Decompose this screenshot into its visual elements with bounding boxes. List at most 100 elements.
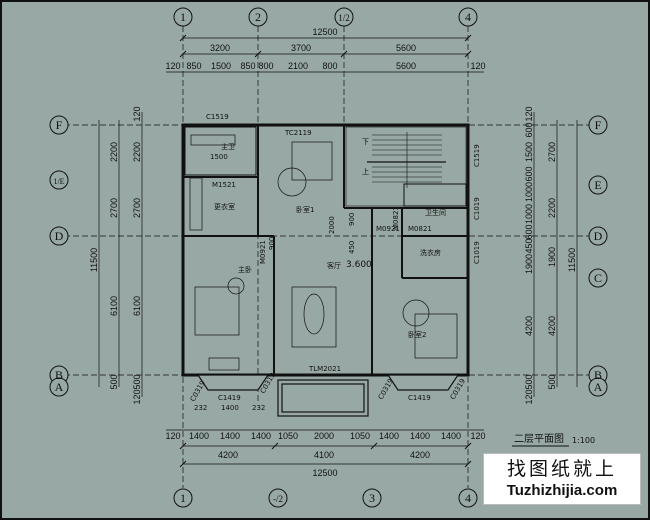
dim-232a: 232 — [194, 404, 207, 412]
dim-right-inner: 450 — [524, 238, 534, 253]
window-c1519r: C1519 — [473, 144, 481, 167]
dim-bottom-row1: 1400 — [410, 431, 430, 441]
axis-left-1e: 1/E — [53, 177, 64, 186]
axis-left-b: B — [55, 368, 63, 382]
axis-right-a: A — [594, 380, 603, 394]
dim-right-inner: 4200 — [524, 316, 534, 336]
dim-right-inner: 1000 — [524, 204, 534, 224]
dim-left-mid: 2200 — [109, 142, 119, 162]
dim-left-mid: 2700 — [109, 198, 119, 218]
dim-left-outer: 11500 — [89, 248, 99, 272]
door-m1521: M1521 — [212, 181, 236, 189]
dim-top-row3: 2100 — [288, 61, 308, 71]
dim-top-row2: 3200 — [210, 43, 230, 53]
dim-right-inner: 600 — [524, 166, 534, 181]
dim-bottom-row1: 120 — [165, 431, 180, 441]
dim-right-mid: 2200 — [547, 198, 557, 218]
dim-left-inner: 6100 — [132, 296, 142, 316]
door-tlm2021: TLM2021 — [308, 365, 341, 373]
dim-bottom-row1: 2000 — [314, 431, 334, 441]
dim-top-row3: 850 — [186, 61, 201, 71]
stair-up: 上 — [362, 167, 369, 176]
dim-bottom-row1: 1400 — [441, 431, 461, 441]
dim-1400: 1400 — [221, 404, 239, 412]
axis-left-d: D — [55, 229, 64, 243]
dim-top-row3: 120 — [470, 61, 485, 71]
dim-bottom-row2: 4100 — [314, 450, 334, 460]
axis-right-e: E — [594, 178, 601, 192]
dim-right-inner: 1000 — [524, 182, 534, 202]
dim-top-row3: 850 — [240, 61, 255, 71]
watermark: 找图纸就上 Tuzhizhijia.com — [483, 453, 641, 505]
door-m0921: M0921 — [259, 240, 267, 264]
room-bedroom-1: 卧室1 — [296, 205, 314, 214]
door-m0821b: M0821 — [408, 225, 432, 233]
door-m0821a: M0821 — [392, 206, 400, 230]
axis-top-1: 1 — [180, 10, 186, 24]
window-c1419b: C1419 — [408, 394, 431, 402]
window-c0319a: C0319 — [189, 379, 207, 403]
dim-left-inner: 2200 — [132, 142, 142, 162]
dim-bottom-row2: 4200 — [218, 450, 238, 460]
axis-bottom-2: -/2 — [273, 494, 283, 504]
dim-left-inner: 120 — [132, 389, 142, 404]
dim-left-mid: 6100 — [109, 296, 119, 316]
dim-top-row3: 120 — [165, 61, 180, 71]
dim-left-mid: 500 — [109, 374, 119, 389]
room-living: 客厅 — [327, 261, 341, 270]
axis-right-b: B — [594, 368, 602, 382]
dim-right-inner: 1900 — [524, 254, 534, 274]
dim-bottom-row1: 120 — [470, 431, 485, 441]
dim-right-inner: 1500 — [524, 142, 534, 162]
window-c1019b: C1019 — [473, 241, 481, 264]
axis-top-2: 2 — [255, 10, 261, 24]
window-c0319c: C0319 — [377, 377, 395, 401]
dim-bottom-row2: 4200 — [410, 450, 430, 460]
window-c1419a: C1419 — [218, 394, 241, 402]
room-laundry: 洗衣房 — [420, 248, 441, 257]
axis-right-f: F — [595, 118, 602, 132]
dim-bottom-row1: 1400 — [251, 431, 271, 441]
dim-right-mid: 4200 — [547, 316, 557, 336]
window-c1019a: C1019 — [473, 197, 481, 220]
dim-top-row3: 800 — [322, 61, 337, 71]
dim-bottom-row1: 1050 — [278, 431, 298, 441]
dim-right-inner: 120 — [524, 106, 534, 121]
dim-right-mid: 500 — [547, 374, 557, 389]
dim-top-total: 12500 — [312, 27, 337, 37]
dim-top-row3: 800 — [258, 61, 273, 71]
dim-top-row2: 3700 — [291, 43, 311, 53]
axis-left-a: A — [55, 380, 64, 394]
dim-bottom-row1: 1400 — [379, 431, 399, 441]
watermark-en: Tuzhizhijia.com — [506, 482, 618, 499]
door-m0921b: M0921 — [376, 225, 400, 233]
dim-2000: 2000 — [328, 216, 336, 234]
dim-left-inner: 2700 — [132, 198, 142, 218]
dim-left-inner: 500 — [132, 374, 142, 389]
axis-top-3: 1/2 — [338, 13, 350, 23]
dim-left-inner: 120 — [132, 106, 142, 121]
stair-down: 下 — [362, 138, 369, 146]
dim-right-inner: 600 — [524, 224, 534, 239]
dim-right-inner: 120 — [524, 389, 534, 404]
dim-450: 450 — [348, 241, 356, 254]
dim-top-row3: 1500 — [211, 61, 231, 71]
axis-right-d: D — [594, 229, 603, 243]
dim-900a: 900 — [268, 237, 276, 250]
axis-bottom-1: 1 — [180, 491, 186, 505]
axis-bottom-3: 3 — [369, 491, 375, 505]
axis-right-c: C — [594, 271, 602, 285]
dim-bottom-row1: 1400 — [220, 431, 240, 441]
dim-900b: 900 — [348, 213, 356, 226]
dim-1500: 1500 — [210, 153, 228, 161]
dim-232b: 232 — [252, 404, 265, 412]
window-tc2119: TC2119 — [284, 129, 312, 137]
dim-right-inner: 500 — [524, 374, 534, 389]
dim-right-outer: 11500 — [567, 248, 577, 272]
dim-right-mid: 1900 — [547, 247, 557, 267]
room-bedroom-2: 卧室2 — [408, 330, 426, 339]
dim-right-inner: 600 — [524, 122, 534, 137]
axis-top-4: 4 — [465, 10, 471, 24]
